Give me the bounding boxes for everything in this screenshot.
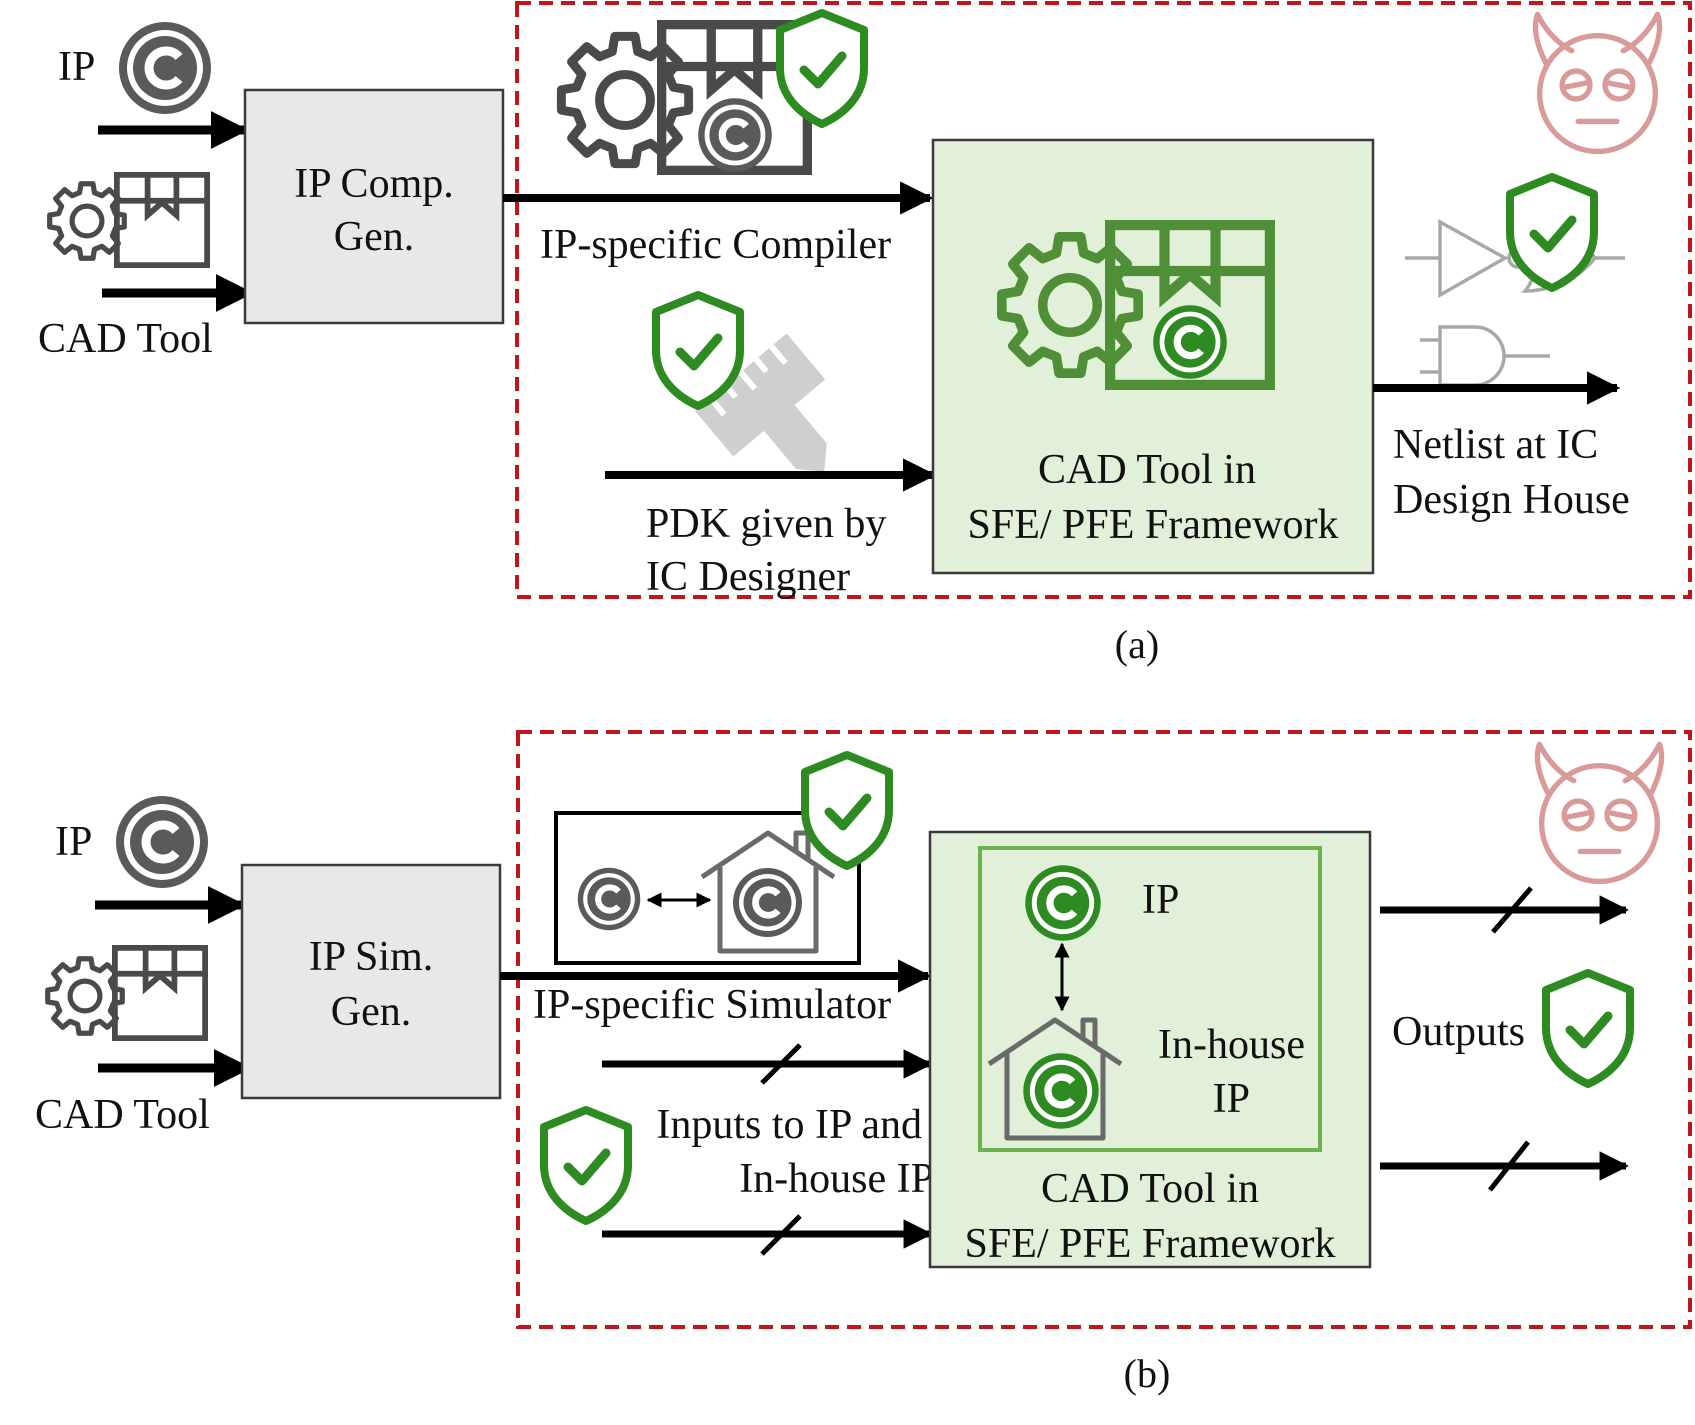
ip-label: IP: [58, 44, 95, 90]
bus-slash: [760, 1214, 802, 1256]
ip-sim-gen-box: [240, 863, 502, 1100]
copyright-icon: [119, 22, 211, 114]
cad-label: CAD Tool: [38, 316, 213, 362]
inhouse-line1: In-house: [1158, 1022, 1305, 1068]
devil-face-icon: [1537, 744, 1661, 881]
bus-slash: [760, 1043, 802, 1085]
netlist-line1: Netlist at IC: [1393, 422, 1598, 468]
compiler-label: IP-specific Compiler: [540, 222, 891, 268]
pdk-line2: IC Designer: [646, 554, 850, 600]
devil-face-icon: [1535, 14, 1659, 151]
bus-slash: [1488, 1140, 1530, 1192]
caption-a: (a): [1115, 622, 1159, 667]
framework-box: [928, 830, 1372, 1269]
cad-label: CAD Tool: [35, 1092, 210, 1138]
inputs-line1: Inputs to IP and: [656, 1102, 922, 1148]
inhouse-line2: IP: [1213, 1076, 1250, 1122]
cad-tool-icon: [50, 175, 207, 265]
netlist-line2: Design House: [1393, 477, 1630, 523]
inner-ip-label: IP: [1142, 877, 1179, 923]
bus-slash: [1491, 886, 1533, 934]
shield-check-icon: [656, 295, 740, 406]
shield-check-icon: [805, 755, 889, 866]
pdk-line1: PDK given by: [646, 501, 886, 547]
copyright-icon: [116, 796, 208, 888]
framework-box: [931, 138, 1375, 575]
panel-b: IP CAD Tool IP Sim. Gen. IP-specific Sim…: [35, 730, 1692, 1396]
caption-b: (b): [1124, 1351, 1171, 1396]
gen-box-line1: IP Sim.: [309, 934, 433, 980]
compiler-icon: [561, 25, 807, 172]
shield-check-icon: [1546, 973, 1630, 1084]
outputs-label: Outputs: [1392, 1009, 1525, 1055]
ip-inhouse-box: [978, 846, 1322, 1152]
ruler-pencil-icon: [694, 333, 827, 472]
copyright-icon: [578, 868, 641, 931]
framework-line2: SFE/ PFE Framework: [964, 1221, 1335, 1267]
untrusted-zone: [515, 1, 1692, 599]
framework-line2: SFE/ PFE Framework: [967, 502, 1338, 548]
framework-line1: CAD Tool in: [1041, 1166, 1259, 1212]
shield-check-icon: [544, 1110, 628, 1221]
untrusted-zone: [516, 730, 1692, 1329]
framework-line1: CAD Tool in: [1038, 447, 1256, 493]
copyright-icon: [1023, 1053, 1098, 1128]
shield-check-icon: [1510, 177, 1594, 288]
copyright-icon: [1025, 865, 1100, 940]
gen-box-line2: Gen.: [331, 989, 411, 1035]
ip-comp-gen-box: [243, 88, 505, 325]
shield-check-icon: [780, 13, 864, 124]
inputs-line2: In-house IP: [739, 1156, 934, 1202]
gen-box-line2: Gen.: [334, 214, 414, 260]
panel-a: IP CAD Tool IP Comp. Gen. IP-specific Co…: [38, 1, 1692, 667]
cad-tool-icon: [48, 948, 205, 1038]
ip-label: IP: [55, 819, 92, 865]
simulator-label: IP-specific Simulator: [533, 982, 891, 1028]
copyright-icon: [733, 868, 802, 937]
gen-box-line1: IP Comp.: [294, 161, 453, 207]
